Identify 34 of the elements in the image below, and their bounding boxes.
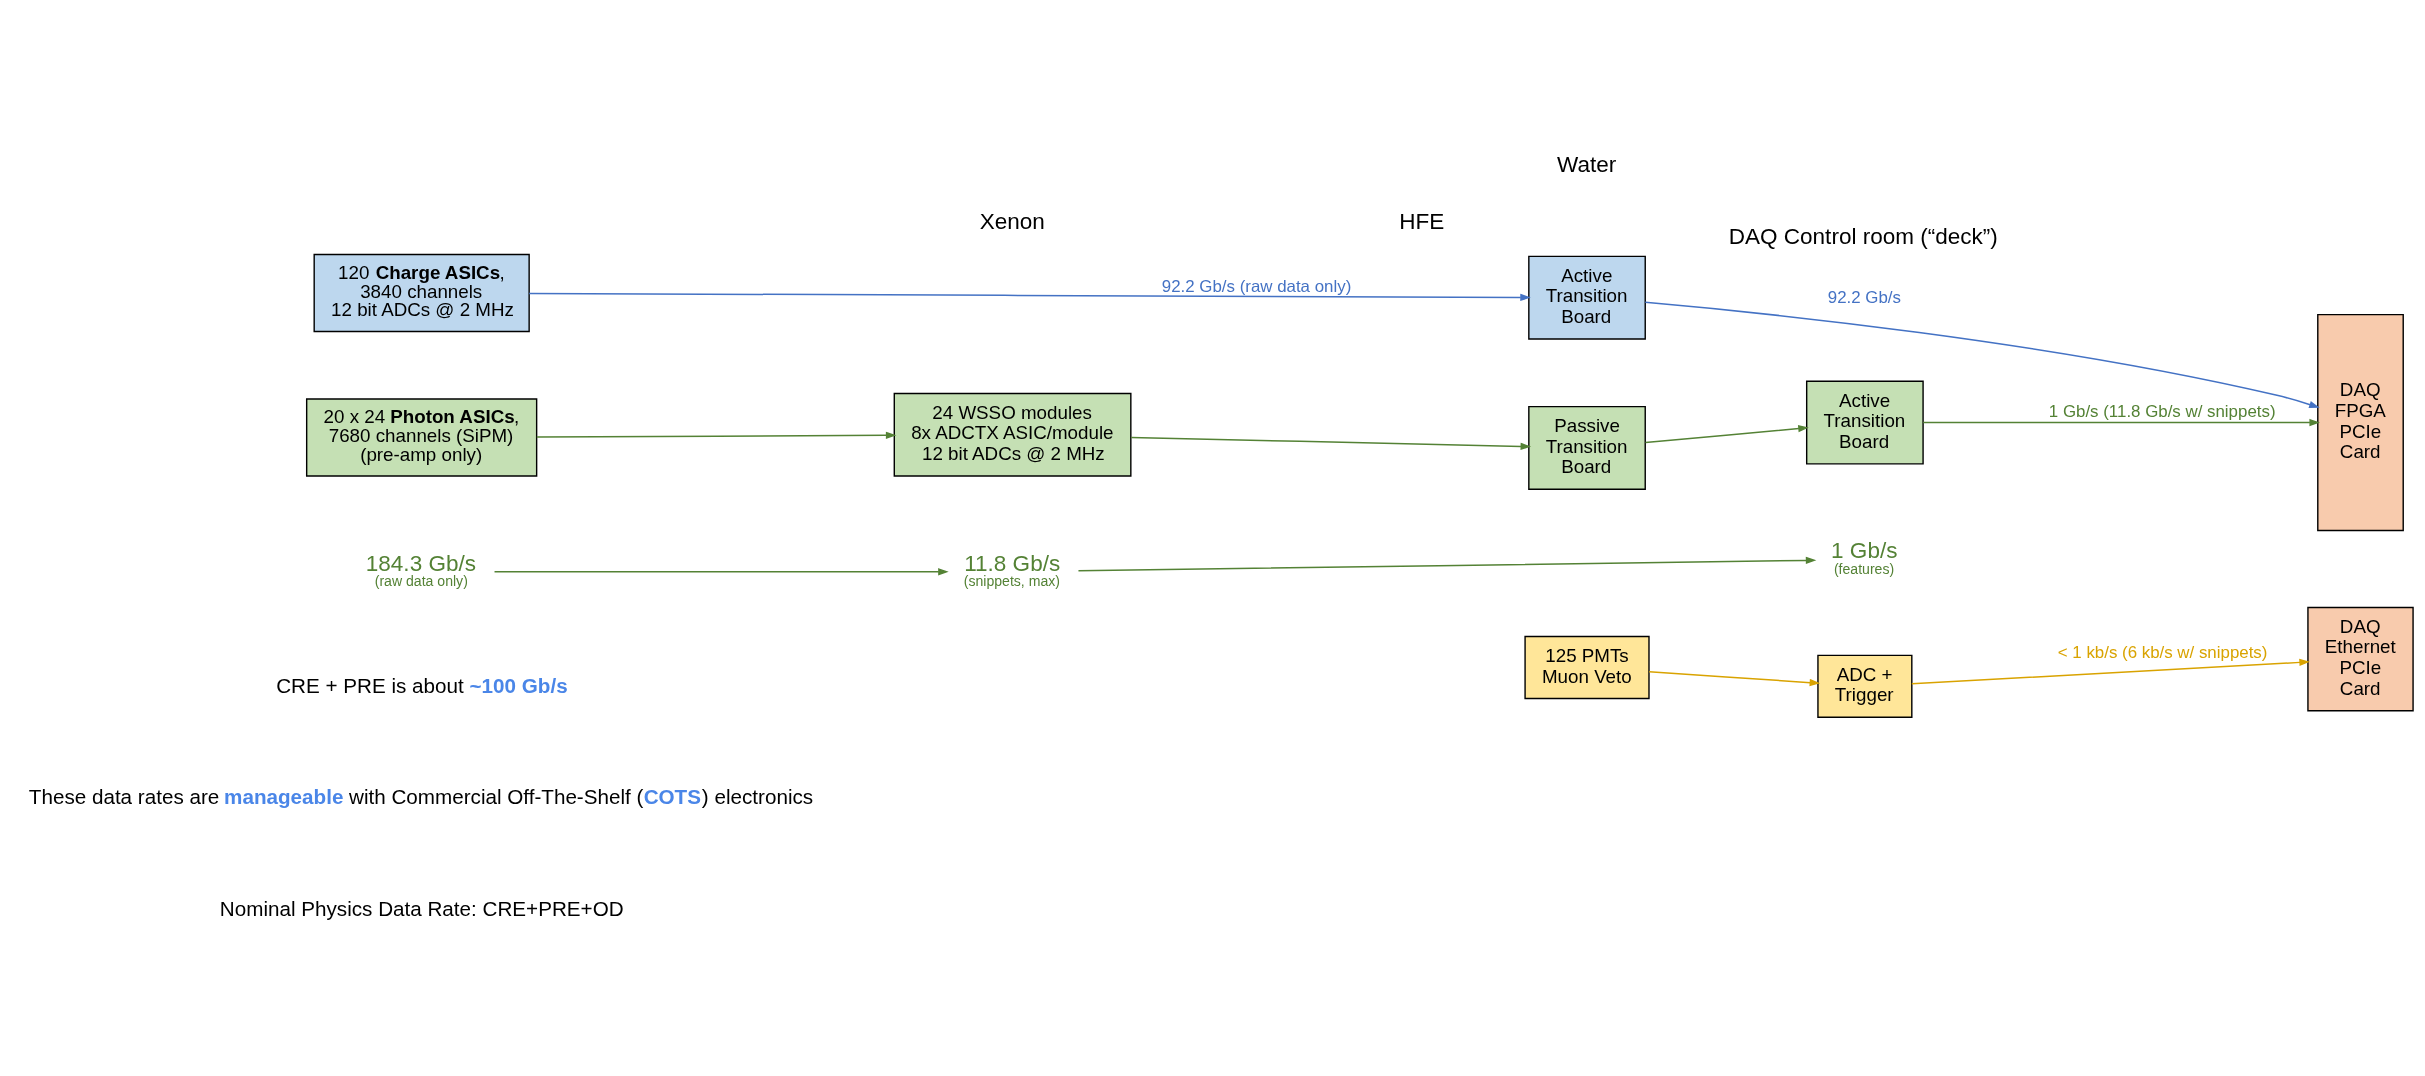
node-text: 11.8 Gb/s (snippets, max)	[963, 550, 1061, 590]
label: HFE	[1399, 209, 1445, 235]
node-box: 20 x 24 Photon ASICs, 7680 channels (SiPM) (pre-amp only)	[305, 398, 538, 477]
arrow	[493, 568, 949, 576]
edge-label: 92.2 Gb/s	[1827, 287, 1901, 307]
edge-label: 1 Gb/s (11.8 Gb/s w/ snippets)	[2048, 402, 2276, 422]
arrow	[1644, 301, 2320, 409]
arrow	[1644, 424, 1809, 444]
arrow	[1922, 418, 2320, 427]
node-box: DAQ FPGA PCIe Card	[2317, 313, 2404, 532]
node-box: DAQ Ethernet PCIe Card	[2307, 606, 2414, 712]
node-text: 1 Gb/s (features)	[1831, 538, 1898, 578]
edge-label: 92.2 Gb/s (raw data only)	[1161, 276, 1352, 296]
node-box: 125 PMTs Muon Veto	[1524, 635, 1650, 700]
node-box: Passive Transition Board	[1528, 405, 1646, 490]
label: These data rates are manageable with Commercial Off-The-Shelf (COTS) electronics	[28, 785, 814, 809]
node-text: 184.3 Gb/s (raw data only)	[365, 550, 476, 590]
label: Nominal Physics Data Rate: CRE+PRE+OD	[219, 896, 624, 920]
arrow	[1077, 556, 1817, 572]
edge-label: < 1 kb/s (6 kb/s w/ snippets)	[2057, 642, 2268, 662]
node-box: ADC + Trigger	[1817, 654, 1913, 718]
label: Xenon	[979, 209, 1045, 235]
node-box: 24 WSSO modules 8x ADCTX ASIC/module 12 bit ADCs @ 2 MHz	[893, 392, 1132, 477]
arrow	[1130, 436, 1532, 451]
arrow	[528, 292, 1531, 302]
label: Water	[1557, 152, 1617, 178]
arrow	[1648, 670, 1821, 687]
node-box: Active Transition Board	[1528, 255, 1646, 340]
arrow	[536, 431, 897, 440]
node-box: 120 Charge ASICs, 3840 channels 12 bit ADCs @ 2 MHz	[313, 253, 530, 333]
node-box: Active Transition Board	[1805, 380, 1924, 465]
label: CRE + PRE is about ~100 Gb/s	[276, 674, 568, 698]
arrow	[1911, 658, 2310, 685]
label: DAQ Control room (“deck”)	[1728, 224, 1998, 250]
